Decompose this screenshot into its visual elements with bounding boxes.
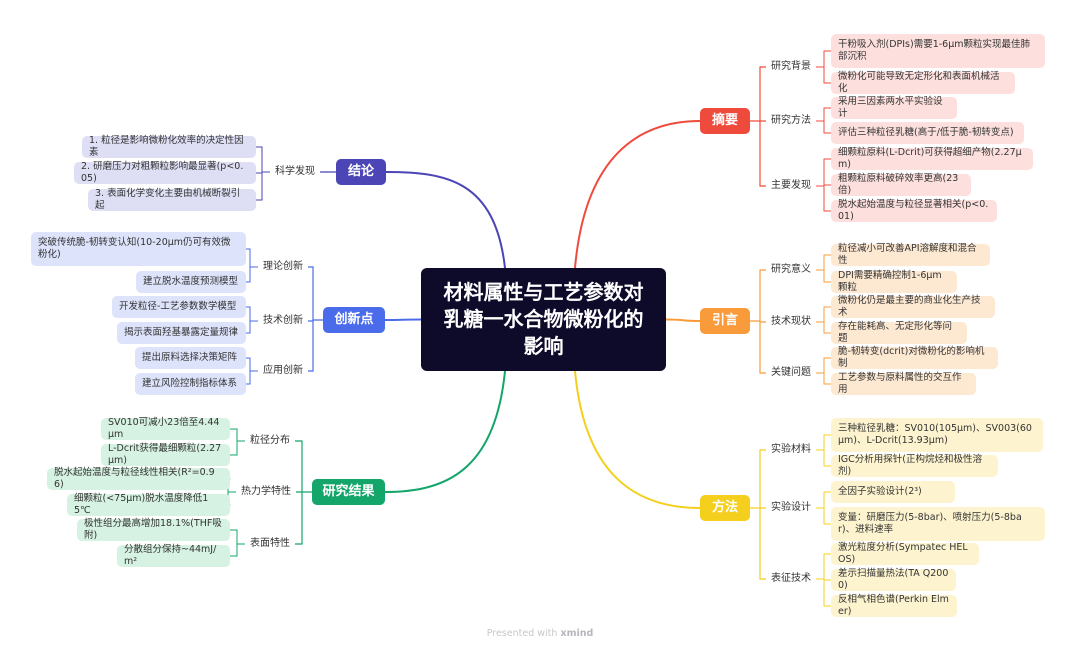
leaf-innovation-1-1[interactable]: 揭示表面羟基暴露定量规律 (117, 322, 246, 344)
subtopic-method-0[interactable]: 实验材料 (766, 439, 816, 461)
leaf-abstract-1-1[interactable]: 评估三种粒径乳糖(高于/低于脆-韧转变点) (831, 122, 1024, 144)
leaf-results-1-1[interactable]: 细颗粒(<75μm)脱水温度降低15℃ (67, 493, 230, 516)
leaf-innovation-0-1[interactable]: 建立脱水温度预测模型 (136, 271, 246, 293)
leaf-results-2-1[interactable]: 分散组分保持~44mJ/m² (117, 544, 230, 567)
leaf-intro-0-1[interactable]: DPI需要精确控制1-6μm颗粒 (831, 270, 957, 293)
leaf-results-0-1[interactable]: L-Dcrit获得最细颗粒(2.27μm) (101, 443, 230, 466)
leaf-results-1-0[interactable]: 脱水起始温度与粒径线性相关(R²=0.96) (47, 467, 230, 490)
subtopic-conclusion-0[interactable]: 科学发现 (270, 161, 320, 183)
subtopic-intro-0[interactable]: 研究意义 (766, 259, 816, 281)
xmind-logo[interactable]: xmind (560, 628, 594, 639)
subtopic-abstract-1[interactable]: 研究方法 (766, 110, 816, 132)
leaf-abstract-0-1[interactable]: 微粉化可能导致无定形化和表面机械活化 (831, 71, 1015, 94)
branch-connector-innovation (384, 318, 422, 321)
leaf-method-0-0[interactable]: 三种粒径乳糖：SV010(105μm)、SV003(60μm)、L-Dcrit(… (831, 418, 1043, 452)
leaf-method-0-1[interactable]: IGC分析用探针(正构烷烃和极性溶剂) (831, 454, 998, 477)
leaf-results-2-0[interactable]: 极性组分最高增加18.1%(THF吸附) (77, 518, 230, 541)
leaf-intro-1-1[interactable]: 存在能耗高、无定形化等问题 (831, 321, 967, 344)
subtopic-intro-1[interactable]: 技术现状 (766, 311, 816, 333)
leaf-intro-2-0[interactable]: 脆-韧转变(dcrit)对微粉化的影响机制 (831, 346, 998, 369)
subtopic-innovation-2[interactable]: 应用创新 (258, 360, 308, 382)
leaf-abstract-0-0[interactable]: 干粉吸入剂(DPIs)需要1-6μm颗粒实现最佳肺部沉积 (831, 34, 1045, 68)
presented-with-xmind: Presented with xmind (0, 628, 1080, 639)
main-topic-intro[interactable]: 引言 (700, 308, 750, 334)
subtopic-results-1[interactable]: 热力学特性 (236, 481, 296, 503)
footer-prefix: Presented with (486, 628, 558, 639)
leaf-results-0-0[interactable]: SV010可减小23倍至4.44μm (101, 417, 230, 440)
subtopic-intro-2[interactable]: 关键问题 (766, 362, 816, 384)
subtopic-abstract-0[interactable]: 研究背景 (766, 56, 816, 78)
main-topic-innovation[interactable]: 创新点 (323, 307, 385, 333)
main-topic-results[interactable]: 研究结果 (312, 479, 385, 505)
subtopic-results-0[interactable]: 粒径分布 (245, 430, 295, 452)
subtopic-abstract-2[interactable]: 主要发现 (766, 175, 816, 197)
subtopic-innovation-0[interactable]: 理论创新 (258, 256, 308, 278)
leaf-method-1-1[interactable]: 变量：研磨压力(5-8bar)、喷射压力(5-8bar)、进料速率 (831, 507, 1045, 541)
leaf-abstract-1-0[interactable]: 采用三因素两水平实验设计 (831, 96, 957, 119)
leaf-method-1-0[interactable]: 全因子实验设计(2³) (831, 481, 955, 503)
leaf-abstract-2-2[interactable]: 脱水起始温度与粒径显著相关(p<0.01) (831, 199, 997, 222)
branch-connector-conclusion (385, 171, 506, 269)
leaf-method-2-2[interactable]: 反相气相色谱(Perkin Elmer) (831, 594, 957, 617)
leaf-abstract-2-1[interactable]: 粗颗粒原料破碎效率更高(23倍) (831, 173, 971, 196)
leaf-innovation-2-1[interactable]: 建立风险控制指标体系 (135, 373, 246, 395)
main-topic-conclusion[interactable]: 结论 (336, 159, 386, 185)
branch-connector-intro (665, 318, 701, 322)
branch-connector-method (574, 370, 701, 509)
leaf-intro-2-1[interactable]: 工艺参数与原料属性的交互作用 (831, 372, 976, 395)
central-topic[interactable]: 材料属性与工艺参数对乳糖一水合物微粉化的影响 (421, 268, 666, 371)
leaf-method-2-1[interactable]: 差示扫描量热法(TA Q2000) (831, 568, 956, 591)
main-topic-abstract[interactable]: 摘要 (700, 108, 750, 134)
leaf-method-2-0[interactable]: 激光粒度分析(Sympatec HELOS) (831, 542, 979, 565)
leaf-abstract-2-0[interactable]: 细颗粒原料(L-Dcrit)可获得超细产物(2.27μm) (831, 147, 1033, 170)
branch-connector-results (384, 370, 506, 493)
leaf-intro-1-0[interactable]: 微粉化仍是最主要的商业化生产技术 (831, 295, 995, 318)
subtopic-innovation-1[interactable]: 技术创新 (258, 310, 308, 332)
leaf-conclusion-0-2[interactable]: 3. 表面化学变化主要由机械断裂引起 (88, 188, 256, 211)
leaf-intro-0-0[interactable]: 粒径减小可改善API溶解度和混合性 (831, 243, 990, 266)
leaf-innovation-1-0[interactable]: 开发粒径-工艺参数数学模型 (112, 296, 246, 318)
leaf-conclusion-0-1[interactable]: 2. 研磨压力对粗颗粒影响最显著(p<0.05) (74, 161, 256, 184)
subtopic-method-1[interactable]: 实验设计 (766, 497, 816, 519)
leaf-innovation-0-0[interactable]: 突破传统脆-韧转变认知(10-20μm仍可有效微粉化) (31, 232, 246, 266)
subtopic-results-2[interactable]: 表面特性 (245, 533, 295, 555)
branch-connector-abstract (574, 120, 701, 269)
leaf-conclusion-0-0[interactable]: 1. 粒径是影响微粉化效率的决定性因素 (82, 135, 256, 158)
subtopic-method-2[interactable]: 表征技术 (766, 568, 816, 590)
leaf-innovation-2-0[interactable]: 提出原料选择决策矩阵 (135, 347, 246, 369)
main-topic-method[interactable]: 方法 (700, 495, 750, 521)
